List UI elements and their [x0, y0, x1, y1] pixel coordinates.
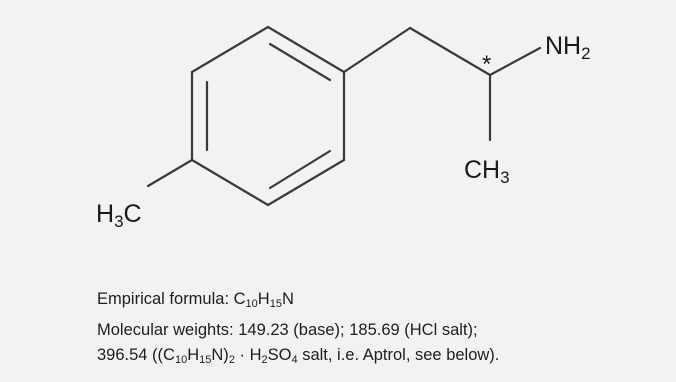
empirical-formula-text: Empirical formula: C10H15N — [97, 290, 294, 310]
bond-ring-to-methyl — [146, 158, 194, 188]
benzene-ring — [190, 25, 346, 207]
atom-label-ch3-chain: CH3 — [464, 156, 510, 187]
ring-bond — [190, 25, 270, 74]
bond-chiral-carbon-to-nh2 — [488, 46, 542, 77]
atom-label-h3c-ring: H3C — [96, 200, 142, 231]
molecule-structure: * NH2 CH3 H3C — [96, 25, 591, 231]
bond-ch2-to-chiral-carbon — [408, 26, 492, 77]
atom-label-nh2: NH2 — [545, 32, 591, 63]
bond-ring-to-ch2 — [342, 26, 412, 74]
chiral-center-marker: * — [482, 51, 491, 78]
molecular-weights-line-1: Molecular weights: 149.23 (base); 185.69… — [97, 321, 478, 339]
ring-bond — [266, 25, 346, 74]
molecular-weights-text: Molecular weights: 149.23 (base); 185.69… — [97, 318, 499, 368]
ring-bond — [190, 158, 270, 207]
ring-double-bond — [268, 42, 332, 82]
ring-bond — [266, 158, 346, 207]
molecular-weights-line-2: 396.54 ((C10H15N)2 · H2SO4 salt, i.e. Ap… — [97, 346, 500, 366]
ring-double-bond — [268, 149, 332, 190]
